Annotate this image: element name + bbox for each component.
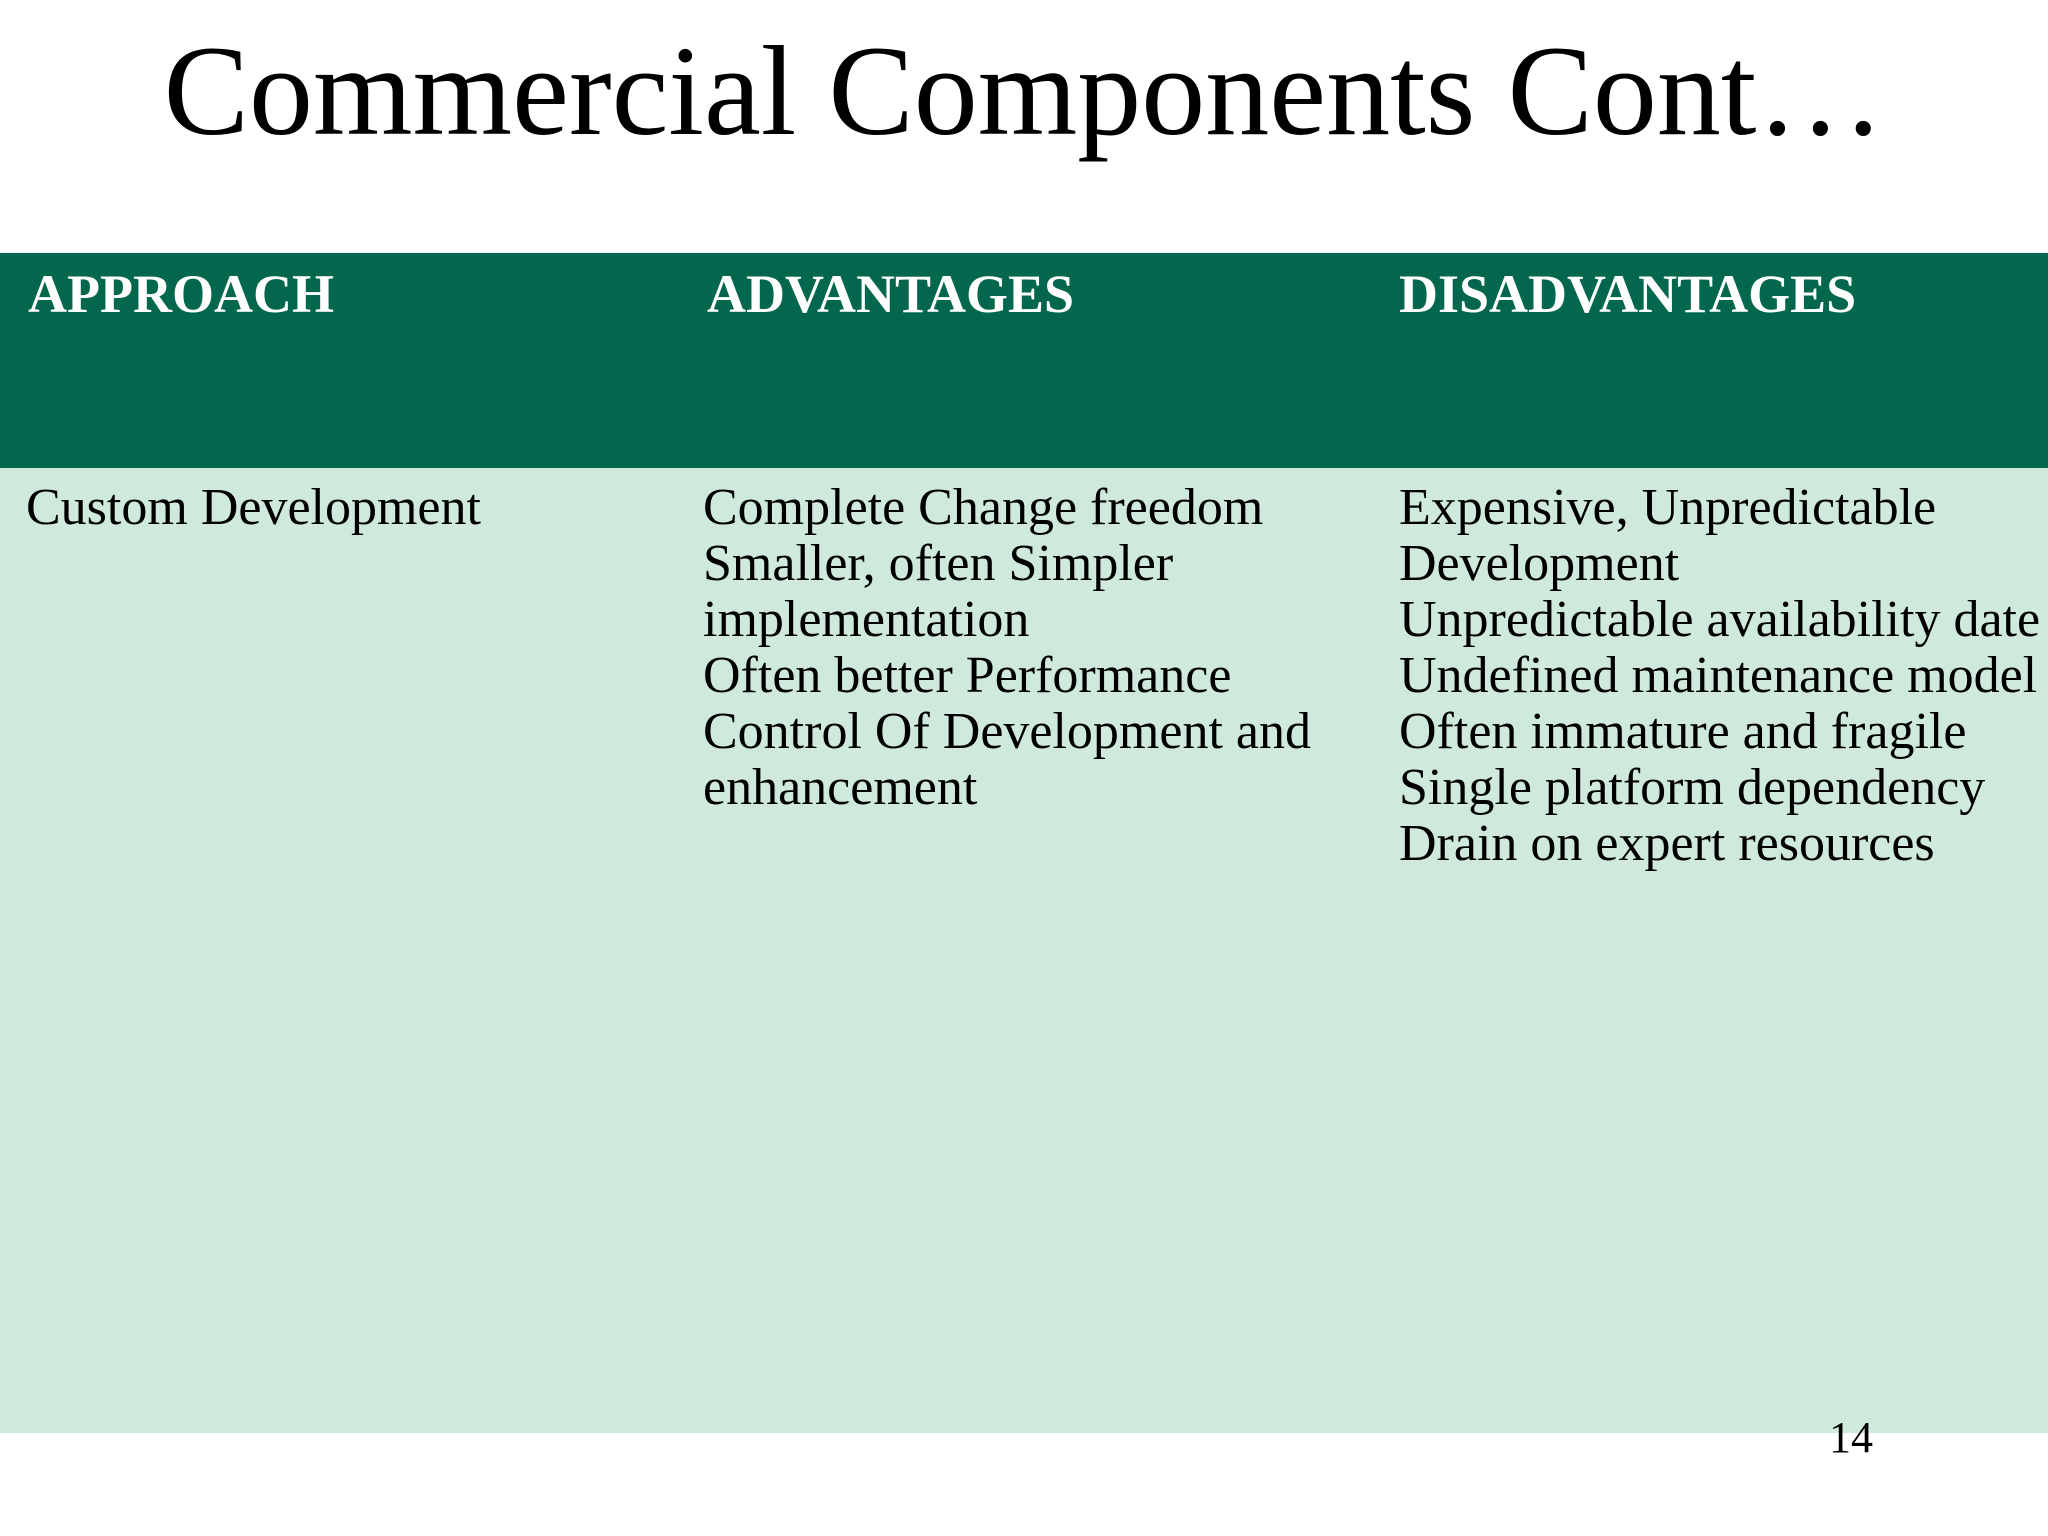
cell-disadvantages: Expensive, Unpredictable Development Unp… [1399,479,2041,872]
slide-title: Commercial Components Cont… [163,20,1885,162]
cell-advantages: Complete Change freedom Smaller, often S… [703,479,1311,816]
page-number: 14 [1829,1413,1873,1462]
column-header-advantages: ADVANTAGES [707,264,1075,324]
column-header-disadvantages: DISADVANTAGES [1399,264,1857,324]
column-header-approach: APPROACH [28,264,334,324]
table-header-row: APPROACH ADVANTAGES DISADVANTAGES [0,253,2048,468]
table-row: Custom Development Complete Change freed… [0,468,2048,1433]
comparison-table: APPROACH ADVANTAGES DISADVANTAGES Custom… [0,253,2048,1433]
cell-approach: Custom Development [26,479,481,536]
